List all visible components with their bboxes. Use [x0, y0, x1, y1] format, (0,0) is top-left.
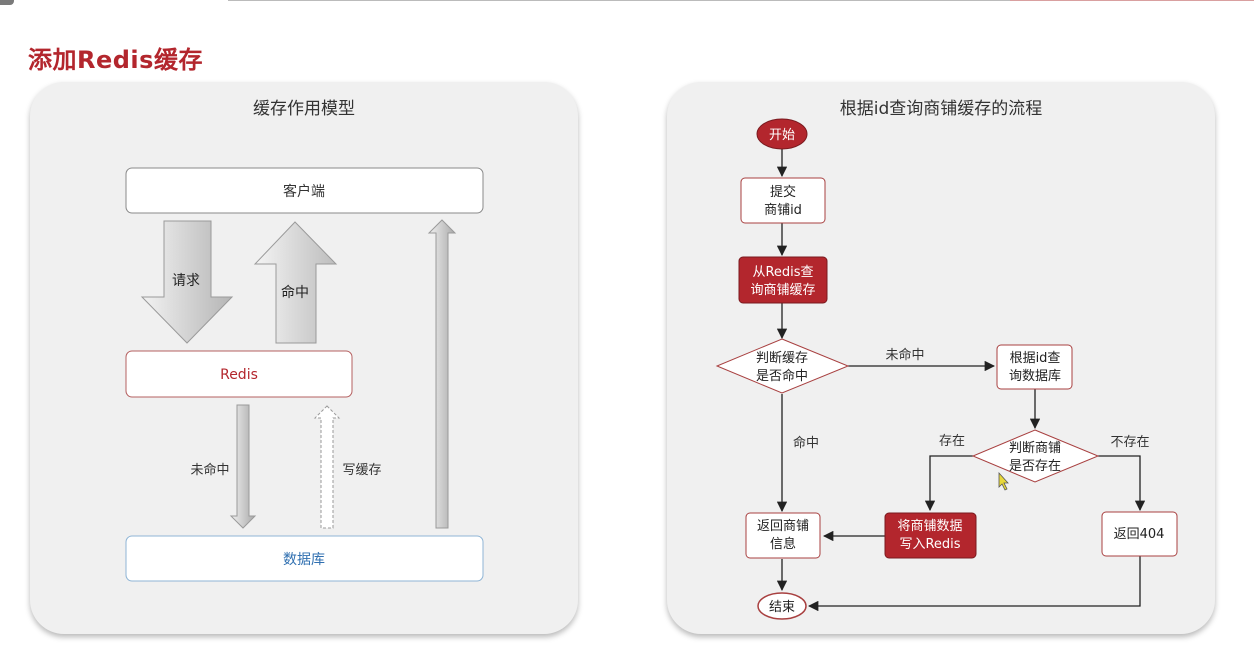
end-label: 结束 — [769, 600, 795, 615]
page-title: 添加Redis缓存 — [28, 46, 203, 74]
submit-label-line1: 提交 — [770, 184, 796, 200]
client-label: 客户端 — [283, 183, 325, 200]
redis-box — [125, 350, 353, 398]
miss-arrow-label: 未命中 — [190, 462, 229, 478]
edge-miss-label: 未命中 — [885, 347, 924, 363]
start-node — [756, 118, 808, 150]
write-redis-label-line2: 写入Redis — [899, 537, 960, 552]
write-cache-arrow — [313, 405, 341, 529]
check-exists-label-line1: 判断商铺 — [1009, 441, 1061, 456]
hit-arrow-label: 命中 — [281, 284, 309, 301]
check-hit-label-line1: 判断缓存 — [756, 351, 808, 366]
miss-arrow — [229, 404, 257, 529]
client-box — [125, 167, 484, 214]
check-exists-label-line2: 是否存在 — [1009, 459, 1061, 474]
top-divider — [228, 0, 1254, 1]
bypass-up-arrow — [427, 219, 457, 529]
edge-not-exists-label: 不存在 — [1110, 435, 1149, 450]
return-info-label-line2: 信息 — [770, 536, 796, 552]
cache-model-title: 缓存作用模型 — [253, 99, 355, 119]
write-redis-label-line1: 将商铺数据 — [897, 519, 962, 534]
query-db-label-line2: 询数据库 — [1009, 368, 1061, 384]
request-arrow — [140, 220, 234, 344]
check-exists-node — [971, 429, 1100, 483]
return-404-node — [1101, 511, 1178, 557]
start-label: 开始 — [769, 128, 795, 143]
request-arrow-label: 请求 — [172, 273, 200, 289]
submit-label-line2: 商铺id — [764, 203, 802, 218]
return-info-label-line1: 返回商铺 — [757, 519, 809, 534]
edge-exists-label: 存在 — [939, 434, 965, 449]
return-404-label: 返回404 — [1114, 527, 1165, 542]
cursor-icon — [998, 471, 1009, 491]
check-hit-node — [715, 338, 850, 394]
query-db-node — [996, 344, 1073, 390]
edge-hit-label: 命中 — [793, 435, 819, 451]
query-redis-node — [738, 256, 828, 304]
flowchart-title: 根据id查询商铺缓存的流程 — [839, 99, 1043, 119]
query-db-label-line1: 根据id查 — [1010, 351, 1061, 366]
database-label: 数据库 — [283, 552, 325, 568]
write-redis-node — [884, 512, 977, 559]
database-box — [125, 535, 484, 582]
write-cache-arrow-label: 写缓存 — [342, 463, 381, 478]
check-hit-label-line2: 是否命中 — [756, 368, 808, 384]
query-redis-label-line1: 从Redis查 — [752, 265, 813, 280]
submit-node — [740, 177, 826, 224]
end-node — [757, 592, 807, 620]
top-divider-accent — [1010, 0, 1254, 1]
redis-label: Redis — [220, 367, 258, 383]
return-info-node — [745, 512, 821, 559]
flow-connectors — [776, 149, 1146, 612]
window-corner-mark — [0, 0, 14, 5]
query-redis-label-line2: 询商铺缓存 — [750, 283, 815, 298]
hit-arrow — [253, 221, 338, 344]
